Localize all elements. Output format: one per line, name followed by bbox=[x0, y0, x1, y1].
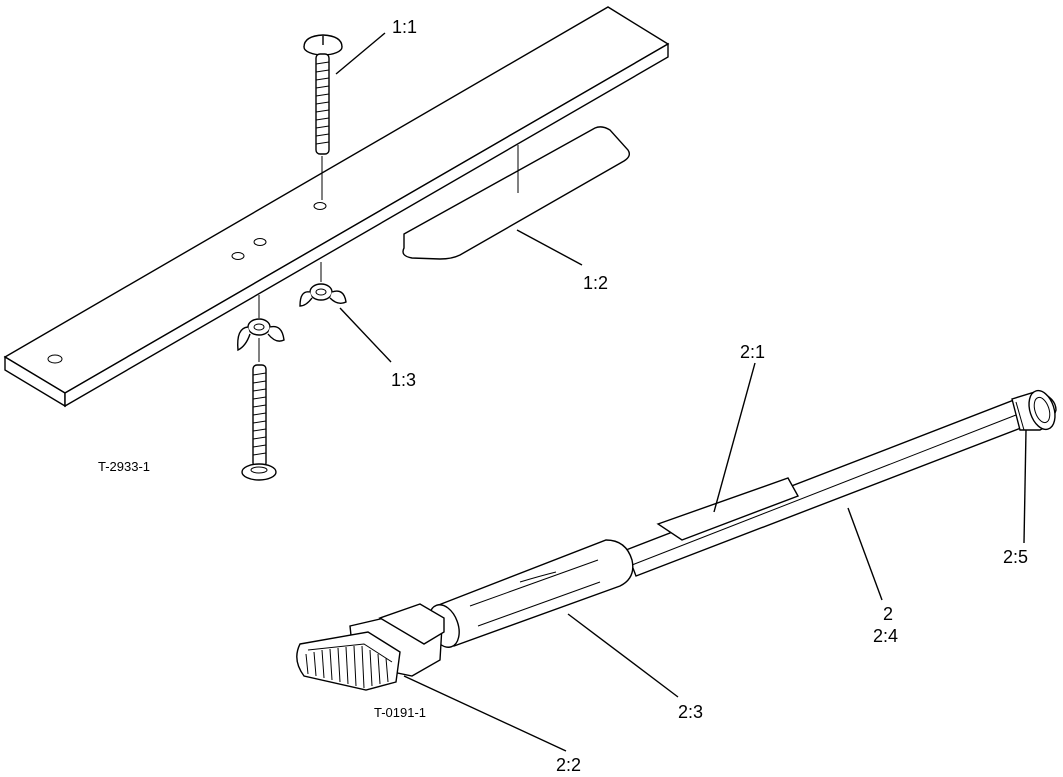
callout-2-3: 2:3 bbox=[678, 702, 703, 722]
leader-1-3 bbox=[339, 307, 392, 363]
board bbox=[3, 6, 670, 408]
callout-2-5: 2:5 bbox=[1003, 547, 1028, 567]
leader-2 bbox=[847, 507, 883, 601]
wing-nut-right bbox=[299, 262, 347, 307]
leader-2-5 bbox=[1023, 429, 1027, 544]
wing-nut-left bbox=[237, 295, 285, 352]
leader-2-1 bbox=[713, 362, 756, 513]
top-screw bbox=[303, 34, 343, 200]
mounting-board-assembly bbox=[3, 6, 670, 481]
sleeve-label bbox=[656, 477, 800, 541]
brush-assembly bbox=[296, 362, 1057, 752]
bottom-screw-threads bbox=[252, 372, 267, 456]
callout-1-2: 1:2 bbox=[583, 273, 608, 293]
callout-2-1: 2:1 bbox=[740, 342, 765, 362]
label-plate bbox=[402, 126, 631, 260]
callout-1-3: 1:3 bbox=[391, 370, 416, 390]
top-screw-threads bbox=[315, 61, 330, 145]
leader-1-1 bbox=[335, 32, 386, 75]
callout-2: 2 bbox=[883, 604, 893, 624]
callout-2-2: 2:2 bbox=[556, 755, 581, 775]
leader-1-2 bbox=[516, 229, 583, 266]
brush-head bbox=[296, 603, 445, 691]
leader-2-2 bbox=[403, 675, 567, 752]
bottom-screw bbox=[241, 338, 277, 481]
leader-2-3 bbox=[567, 613, 679, 698]
bristle-hatching bbox=[305, 645, 389, 689]
figure-code-upper: T-2933-1 bbox=[98, 459, 150, 474]
grip-handle bbox=[428, 539, 634, 648]
callout-2-4: 2:4 bbox=[873, 626, 898, 646]
callout-1-1: 1:1 bbox=[392, 17, 417, 37]
figure-code-lower: T-0191-1 bbox=[374, 705, 426, 720]
handle-tube bbox=[625, 389, 1057, 577]
